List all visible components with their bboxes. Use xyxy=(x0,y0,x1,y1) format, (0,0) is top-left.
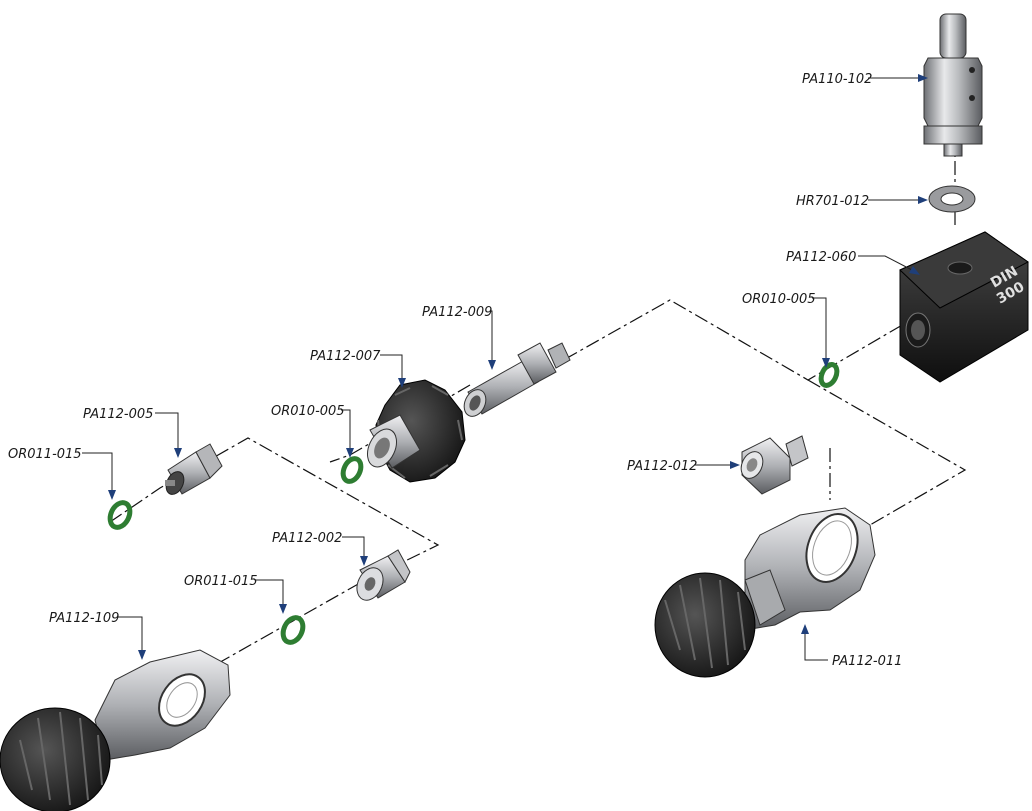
hr701-012-washer xyxy=(928,185,976,213)
pa112-011-yoke xyxy=(654,507,876,678)
label-pa112-109: PA112-109 xyxy=(49,611,119,626)
label-or010-005-right: OR010-005 xyxy=(742,292,816,307)
label-pa112-002: PA112-002 xyxy=(272,531,342,546)
pa112-005-fitting xyxy=(165,443,223,495)
label-pa112-007: PA112-007 xyxy=(310,349,381,364)
label-pa112-009: PA112-009 xyxy=(422,305,492,320)
pa112-007-handwheel xyxy=(366,379,466,483)
or010-005-oring-mid xyxy=(340,456,364,484)
pa112-012-nut xyxy=(740,435,809,495)
label-pa110-102: PA110-102 xyxy=(802,72,872,87)
or010-005-oring-right xyxy=(818,362,840,388)
or011-015-oring-mid xyxy=(280,615,306,645)
pa110-102-sensor xyxy=(923,13,983,157)
label-or011-015-left: OR011-015 xyxy=(8,447,82,462)
pa112-002-plug xyxy=(356,549,411,601)
or011-015-oring-left xyxy=(107,500,133,530)
pa112-060-din-block xyxy=(899,231,1029,383)
leader-lines xyxy=(82,74,928,661)
pa112-109-yoke xyxy=(0,649,231,811)
label-pa112-005: PA112-005 xyxy=(83,407,153,422)
label-pa112-011: PA112-011 xyxy=(832,654,902,669)
label-hr701-012: HR701-012 xyxy=(796,194,869,209)
label-pa112-012: PA112-012 xyxy=(627,459,697,474)
label-pa112-060: PA112-060 xyxy=(786,250,856,265)
label-or010-005-mid: OR010-005 xyxy=(271,404,345,419)
label-or011-015-mid: OR011-015 xyxy=(184,574,258,589)
pa112-009-tube xyxy=(463,342,571,417)
